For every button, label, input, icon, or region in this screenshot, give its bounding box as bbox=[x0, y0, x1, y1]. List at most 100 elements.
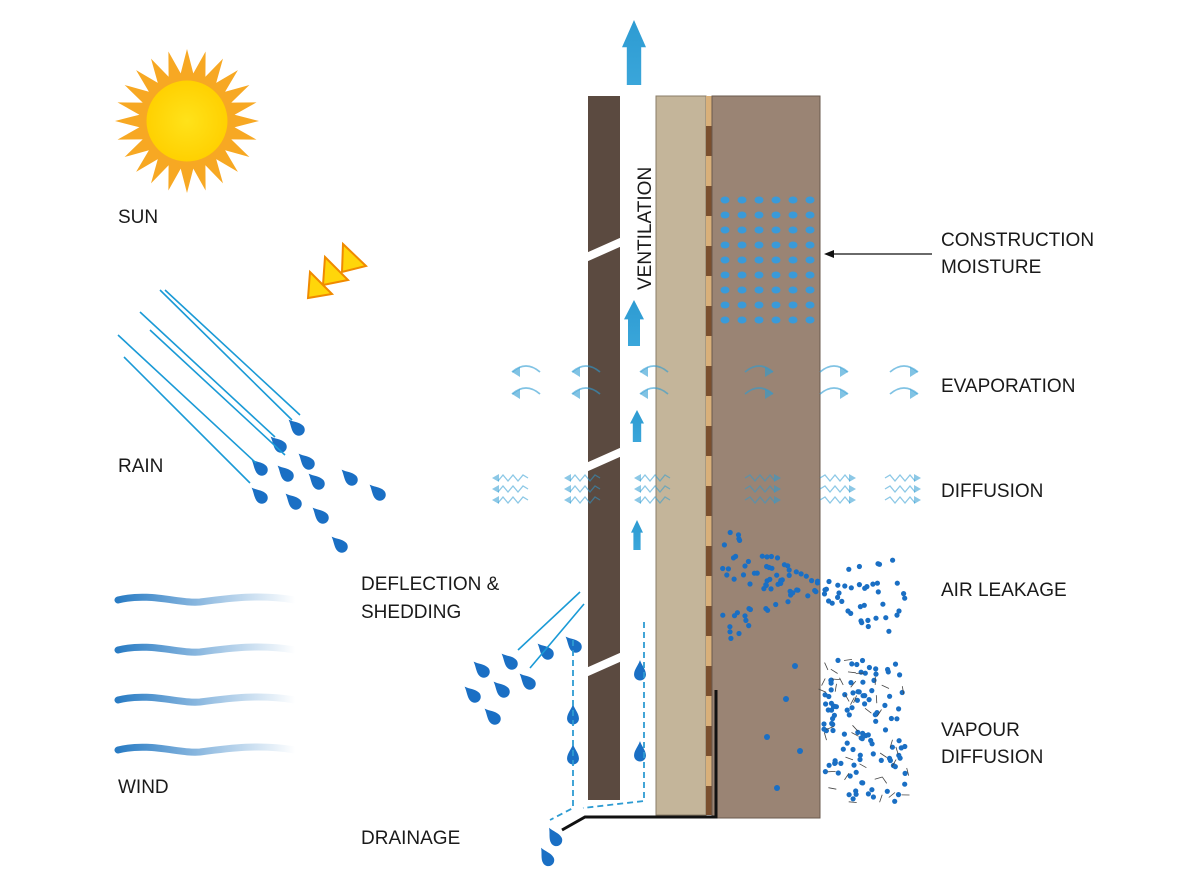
wind-swoosh bbox=[114, 643, 299, 656]
moisture-dot bbox=[720, 256, 730, 264]
diffusion-arrow-icon bbox=[639, 484, 671, 494]
air-leakage-dot bbox=[839, 598, 845, 605]
vapour-diffusion-dot bbox=[841, 731, 848, 737]
label-shedding: SHEDDING bbox=[361, 602, 461, 623]
air-leakage-dot bbox=[736, 630, 742, 637]
vapour-diffusion-dot bbox=[838, 760, 844, 767]
moisture-dot bbox=[754, 211, 764, 219]
moisture-dot bbox=[737, 301, 747, 309]
vapour-diffusion-dot bbox=[850, 746, 856, 753]
label-ventilation: VENTILATION bbox=[635, 167, 656, 290]
diffusion-arrow-icon bbox=[744, 473, 776, 483]
moisture-dot bbox=[771, 301, 781, 309]
ventilation-arrow-icon bbox=[624, 300, 644, 346]
evaporation-arrowhead bbox=[840, 367, 848, 377]
evaporation-arrow-icon bbox=[571, 387, 601, 395]
evaporation-arrowhead bbox=[572, 389, 580, 399]
insulation-fiber bbox=[881, 776, 888, 784]
diffusion-arrowhead bbox=[492, 474, 499, 482]
structural-wall bbox=[711, 95, 821, 819]
water-drop-icon bbox=[251, 459, 268, 476]
air-leakage-dot bbox=[873, 615, 879, 621]
air-leakage-dot bbox=[725, 566, 732, 572]
air-leakage-dot bbox=[809, 578, 815, 584]
vapour-diffusion-dot bbox=[848, 680, 854, 686]
diffusion-arrow-icon bbox=[497, 495, 529, 505]
air-leakage-dot bbox=[886, 628, 892, 634]
vapour-diffusion-dot bbox=[828, 677, 834, 684]
evaporation-arrow-icon bbox=[511, 387, 541, 395]
vapour-diffusion-dot bbox=[847, 773, 853, 779]
vapour-diffusion-dot bbox=[895, 792, 902, 798]
moisture-dot bbox=[720, 301, 730, 309]
vapour-diffusion-dot bbox=[844, 707, 850, 713]
air-leakage-dot bbox=[774, 572, 780, 578]
rain-line bbox=[159, 289, 293, 421]
vapour-dot bbox=[792, 663, 798, 669]
vapour-diffusion-dot bbox=[857, 756, 863, 763]
moisture-dot bbox=[720, 241, 730, 249]
ventilation-arrow-icon bbox=[631, 520, 643, 550]
air-leakage-dot bbox=[740, 572, 747, 578]
vapour-diffusion-dot bbox=[835, 657, 841, 664]
moisture-dot bbox=[788, 226, 798, 234]
insulation-fiber bbox=[844, 772, 850, 781]
air-leakage-dot bbox=[763, 582, 769, 588]
label-vapour: VAPOUR bbox=[941, 720, 1020, 741]
water-drop-icon bbox=[634, 741, 646, 762]
diffusion-arrowhead bbox=[564, 485, 571, 493]
water-drop-icon bbox=[288, 419, 305, 436]
air-leakage-dot bbox=[846, 566, 852, 572]
moisture-dot bbox=[805, 271, 815, 279]
air-leakage-dot bbox=[894, 580, 900, 586]
strip-segment bbox=[706, 576, 712, 606]
air-leakage-dot bbox=[768, 586, 774, 592]
sun-icon bbox=[115, 49, 259, 193]
moisture-dot bbox=[737, 241, 747, 249]
vapour-dot bbox=[764, 734, 770, 740]
air-leakage-dot bbox=[822, 587, 828, 593]
vapour-diffusion-dot bbox=[830, 727, 836, 734]
strip-segment bbox=[706, 786, 712, 815]
label-diffusion: DIFFUSION bbox=[941, 481, 1043, 502]
strip-segment bbox=[706, 336, 712, 366]
moisture-dot bbox=[771, 316, 781, 324]
air-leakage-dot bbox=[768, 553, 775, 560]
rain-line bbox=[117, 334, 257, 464]
strip-segment bbox=[706, 126, 712, 156]
air-leakage-dot bbox=[727, 529, 733, 536]
insulation-fiber bbox=[824, 662, 829, 671]
cladding-gap bbox=[586, 237, 622, 262]
vapour-diffusion-dot bbox=[896, 738, 902, 744]
vapour-diffusion-dot bbox=[888, 715, 895, 722]
air-leakage-dot bbox=[803, 573, 809, 579]
air-leakage-dot bbox=[727, 624, 733, 630]
air-leakage-dot bbox=[731, 613, 738, 619]
water-drop-icon bbox=[298, 453, 315, 470]
insulation-fiber bbox=[850, 697, 855, 705]
insulation-fiber bbox=[823, 732, 827, 741]
air-leakage-dot bbox=[742, 613, 748, 619]
air-leakage-dot bbox=[736, 536, 742, 542]
strip-segment bbox=[706, 246, 712, 276]
insulation-fiber bbox=[831, 678, 840, 680]
vapour-diffusion-dot bbox=[829, 720, 835, 727]
strip-segment bbox=[706, 276, 712, 306]
insulation-fiber bbox=[851, 732, 859, 737]
diffusion-arrowhead bbox=[492, 496, 499, 504]
air-leakage-dot bbox=[901, 591, 907, 597]
vapour-diffusion-dot bbox=[869, 741, 875, 747]
moisture-dot bbox=[720, 271, 730, 279]
insulation-fiber bbox=[843, 659, 853, 661]
vapour-diffusion-dot bbox=[822, 769, 829, 775]
air-leakage-dot bbox=[745, 558, 752, 565]
moisture-dot bbox=[805, 286, 815, 294]
rain-line bbox=[123, 356, 251, 484]
vapour-diffusion-dot bbox=[826, 693, 832, 700]
diffusion-arrowhead bbox=[634, 474, 641, 482]
air-leakage-dot bbox=[751, 570, 758, 576]
vapour-diffusion-dot bbox=[821, 721, 827, 727]
air-leakage-dot bbox=[735, 532, 742, 538]
vapour-diffusion-dot bbox=[835, 770, 841, 776]
insulation-fiber bbox=[901, 686, 905, 695]
